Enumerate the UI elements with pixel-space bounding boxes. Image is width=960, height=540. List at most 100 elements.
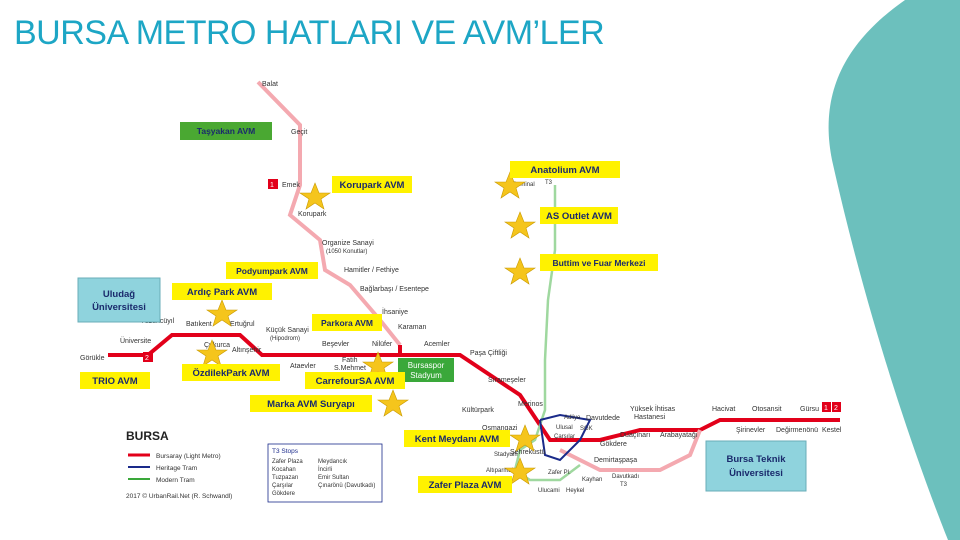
legend-item-heritage: Heritage Tram <box>156 465 197 472</box>
line-badge-2-text: 2 <box>145 355 149 362</box>
station-merinos: Merinos <box>518 401 543 408</box>
stadium-label-2: Stadyum <box>410 371 442 380</box>
station-adliye: Adliye <box>564 415 581 421</box>
avm-box-parkora <box>312 314 382 331</box>
station-t3: T3 <box>545 180 553 186</box>
avm-box-ozdilek <box>182 364 280 381</box>
station-kestel: Kestel <box>822 427 842 434</box>
station-sirameseler: Sırameşeler <box>488 377 526 384</box>
station-otosansit: Otosansit <box>752 406 782 413</box>
legend-t3-stop: Gökdere <box>272 491 296 497</box>
tram-line-heritage <box>539 413 592 462</box>
station-duacinari: Duaçınarı <box>620 432 650 439</box>
station-hastanesi: Hastanesi <box>634 414 666 421</box>
station-kulturpark: Kültürpark <box>462 407 494 414</box>
line-badge-12a <box>822 402 831 412</box>
avm-box-zafer <box>418 476 512 493</box>
avm-label-zafer: Zafer Plaza AVM <box>429 480 502 491</box>
line-badge-1-text: 1 <box>270 182 274 189</box>
avm-box-podyumpark <box>226 262 318 279</box>
legend-t3-stop: Çınarönü (Davutkadı) <box>318 483 375 489</box>
avm-label-asoutlet: AS Outlet AVM <box>546 211 612 222</box>
tram-line-t3 <box>513 185 581 482</box>
station-gokdere: Gökdere <box>600 441 627 448</box>
station-pasa: Paşa Çiftliği <box>470 350 507 357</box>
avm-label-kent: Kent Meydanı AVM <box>415 434 500 445</box>
page-title: BURSA METRO HATLARI VE AVM’LER <box>14 14 605 52</box>
legend-title: BURSA <box>126 429 169 443</box>
avm-box-ardic <box>172 283 272 300</box>
avm-box-kent <box>404 430 510 447</box>
legend-item-metro: Bursaray (Light Metro) <box>156 453 221 460</box>
legend-t3-stop: Emir Sultan <box>318 475 349 481</box>
metro-line-north <box>256 80 402 347</box>
station-kucuk: Küçük Sanayi <box>266 327 309 334</box>
station-t3-east: T3 <box>620 482 628 488</box>
metro-line-west <box>108 333 400 357</box>
legend-t3-stop: Zafer Plaza <box>272 459 303 465</box>
station-ataevler: Ataevler <box>290 363 316 370</box>
station-besevler: Beşevler <box>322 341 350 348</box>
legend-t3-stop: Çarşılar <box>272 483 293 489</box>
avm-label-podyumpark: Podyumpark AVM <box>236 266 308 276</box>
station-ertugrul: Ertuğrul <box>230 321 255 328</box>
avm-box-marka <box>250 395 372 412</box>
line-badge-12b <box>832 402 841 412</box>
star-icon-asoutlet <box>504 211 536 239</box>
avm-label-korupark: Korupark AVM <box>340 180 405 191</box>
station-ulusal: Ulusal <box>556 425 573 431</box>
station-zafer-tram: Zafer Pl. <box>548 470 571 476</box>
station-gorukle: Görükle <box>80 355 105 362</box>
station-cukurca: Çukurca <box>204 342 230 349</box>
decorative-shape <box>828 0 960 540</box>
station-terminal: Terminal <box>512 182 535 188</box>
station-batikent: Batıkent <box>186 321 212 328</box>
station-heykel: Heykel <box>566 488 584 494</box>
stadium-box <box>398 358 454 382</box>
legend-t3-title: T3 Stops <box>272 448 299 455</box>
legend-item-modern: Modern Tram <box>156 477 195 484</box>
station-arabayatagi: Arabayatağı <box>660 432 698 439</box>
station-ihsaniye: İhsaniye <box>382 307 408 316</box>
station-hipodrom: (Hipodrom) <box>270 336 300 342</box>
avm-box-asoutlet <box>540 207 618 224</box>
station-davutdede: Davutdede <box>586 415 620 422</box>
station-hamitler: Hamitler / Fethiye <box>344 267 399 274</box>
station-hacivat: Hacivat <box>712 406 735 413</box>
station-gursu: Gürsu <box>800 406 819 413</box>
metro-line-center <box>398 345 840 442</box>
station-sehrekustu: Şehreküstü <box>510 449 546 456</box>
star-icon-zafer <box>504 457 536 485</box>
avm-box-buttim <box>540 254 658 271</box>
station-gecit: Geçit <box>291 129 307 136</box>
star-icon-ardic <box>206 299 238 327</box>
avm-box-carrefour <box>305 372 405 389</box>
station-emek: Emek <box>282 182 300 189</box>
station-ulucami: Ulucami <box>538 488 560 494</box>
avm-label-trio: TRIO AVM <box>92 376 137 387</box>
avm-label-ozdilek: ÖzdilekPark AVM <box>192 368 269 379</box>
station-altinsehir: Altınşehir <box>232 347 262 354</box>
university-label-teknik-1: Bursa Teknik <box>727 454 787 465</box>
avm-label-buttim: Buttim ve Fuar Merkezi <box>552 258 645 268</box>
station-demirtas: Demirtaşpaşa <box>594 457 637 464</box>
station-universite: Üniversite <box>120 337 151 345</box>
station-acemler: Acemler <box>424 341 450 348</box>
station-altiparmak: Altıparmak <box>486 468 516 474</box>
station-davutkadi: Davutkadı <box>612 474 639 480</box>
station-sgk: SGK <box>580 426 593 432</box>
line-badge-12b-text: 2 <box>834 405 838 412</box>
legend-t3-stop: Tuzpazarı <box>272 475 299 481</box>
station-fatih: Fatih <box>342 357 358 364</box>
station-nilufer: Nilüfer <box>372 341 393 348</box>
star-icon-marka <box>377 389 409 417</box>
legend-t3-stop: Meydancık <box>318 459 348 465</box>
avm-label-anatolium: Anatolium AVM <box>530 165 599 176</box>
university-label-teknik-2: Üniversitesi <box>729 468 783 479</box>
line-badge-1 <box>268 179 278 189</box>
stadium-label-1: Bursaspor <box>408 361 445 370</box>
line-badge-2 <box>143 352 153 362</box>
station-konutlar: (1050 Konutlar) <box>326 249 367 255</box>
legend-t3-stop: Kocahan <box>272 467 296 473</box>
avm-box-tasyakan <box>180 122 272 140</box>
